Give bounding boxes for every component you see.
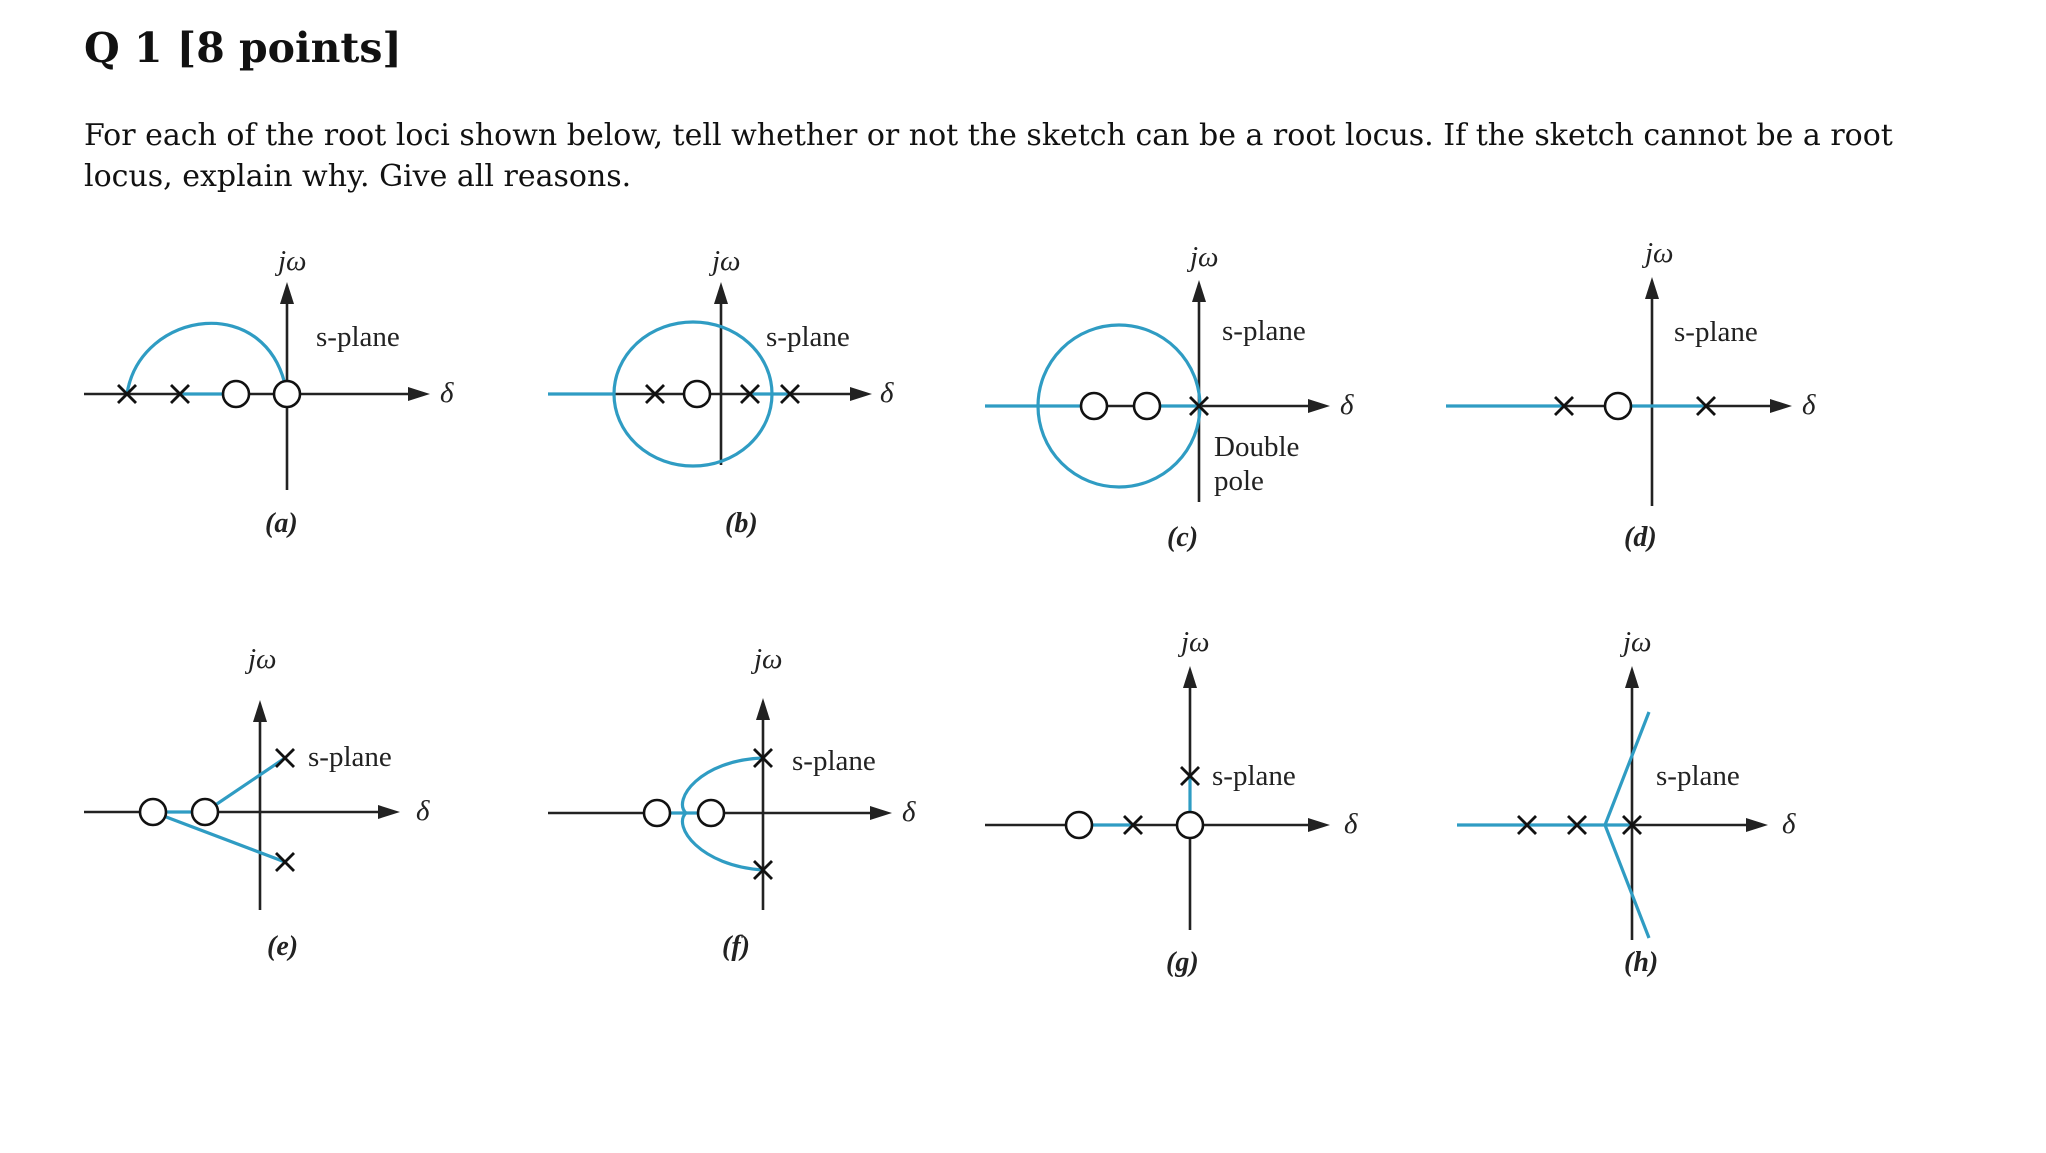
panel-caption: (e) <box>267 931 298 962</box>
locus-arc <box>680 756 764 872</box>
question-line-1: For each of the root loci shown below, t… <box>84 118 1893 153</box>
panel-caption: (c) <box>1167 522 1198 553</box>
double-pole-label-line2: pole <box>1214 465 1264 497</box>
pole-marker <box>1180 766 1200 786</box>
pole-marker <box>1567 815 1587 835</box>
real-axis-label: δ <box>1344 808 1358 840</box>
s-plane-label: s-plane <box>792 745 876 777</box>
zero-marker <box>642 798 672 828</box>
imag-axis-label: jω <box>244 643 277 675</box>
panel-a: jω s-plane δ (a) <box>84 245 454 539</box>
s-plane-label: s-plane <box>308 741 392 773</box>
imag-axis-arrow <box>253 700 267 722</box>
pole-marker <box>1517 815 1537 835</box>
zero-marker <box>1064 810 1094 840</box>
zero-marker <box>1603 391 1633 421</box>
zero-marker <box>221 379 251 409</box>
real-axis-label: δ <box>880 377 894 409</box>
imag-axis-label: jω <box>1619 626 1652 658</box>
imag-axis-arrow <box>280 282 294 304</box>
real-axis-arrow <box>870 806 892 820</box>
pole-marker <box>740 384 760 404</box>
real-axis-arrow <box>1770 399 1792 413</box>
pole-marker <box>117 384 137 404</box>
s-plane-label: s-plane <box>766 321 850 353</box>
s-plane-label: s-plane <box>316 321 400 353</box>
imag-axis-arrow <box>756 698 770 720</box>
zero-marker <box>190 797 220 827</box>
imag-axis-label: jω <box>1177 626 1210 658</box>
panel-e: jω s-plane δ (e) <box>84 643 430 962</box>
pole-marker <box>645 384 665 404</box>
s-plane-label: s-plane <box>1222 315 1306 347</box>
real-axis-arrow <box>1308 399 1330 413</box>
panel-d: jω s-plane δ (d) <box>1446 237 1816 553</box>
locus-asymptote-upper <box>1603 711 1651 826</box>
locus-branch-lower <box>152 810 286 864</box>
zero-marker <box>682 379 712 409</box>
real-axis-arrow <box>850 387 872 401</box>
pole-marker <box>753 860 773 880</box>
real-axis-arrow <box>378 805 400 819</box>
real-axis-arrow <box>1308 818 1330 832</box>
imag-axis-arrow <box>1625 666 1639 688</box>
panel-caption: (h) <box>1624 947 1658 978</box>
pole-marker <box>780 384 800 404</box>
pole-marker <box>1189 396 1209 416</box>
question-line-2: locus, explain why. Give all reasons. <box>84 159 632 194</box>
locus-branch-upper <box>204 756 286 814</box>
imag-axis-label: jω <box>274 245 307 277</box>
real-axis-label: δ <box>902 796 916 828</box>
real-axis-label: δ <box>416 795 430 827</box>
real-axis-label: δ <box>1340 389 1354 421</box>
zero-marker <box>272 379 302 409</box>
real-axis-arrow <box>408 387 430 401</box>
pole-marker <box>1123 815 1143 835</box>
s-plane-label: s-plane <box>1212 760 1296 792</box>
imag-axis-arrow <box>1192 280 1206 302</box>
pole-marker <box>170 384 190 404</box>
panel-c: jω s-plane Double pole δ (c) <box>985 241 1354 553</box>
zero-marker <box>1132 391 1162 421</box>
real-axis-arrow <box>1746 818 1768 832</box>
imag-axis-label: jω <box>750 643 783 675</box>
imag-axis-label: jω <box>1186 241 1219 273</box>
imag-axis-arrow <box>1183 666 1197 688</box>
real-axis-label: δ <box>1802 389 1816 421</box>
real-axis-label: δ <box>1782 808 1796 840</box>
pole-marker <box>1554 396 1574 416</box>
panel-g: jω s-plane δ (g) <box>985 626 1358 978</box>
s-plane-label: s-plane <box>1674 316 1758 348</box>
locus-asymptote-lower <box>1603 824 1651 939</box>
pole-marker <box>1696 396 1716 416</box>
question-heading: Q 1 [8 points] <box>84 24 402 72</box>
panel-b: jω s-plane δ (b) <box>548 245 894 539</box>
panel-f: jω s-plane δ (f) <box>548 643 916 962</box>
zero-marker <box>1175 810 1205 840</box>
double-pole-label-line1: Double <box>1214 431 1299 463</box>
panel-caption: (g) <box>1166 947 1199 978</box>
panel-h: jω s-plane δ (h) <box>1457 626 1796 978</box>
pole-marker <box>1622 815 1642 835</box>
pole-marker <box>275 852 295 872</box>
pole-marker <box>753 748 773 768</box>
panel-caption: (f) <box>722 931 750 962</box>
zero-marker <box>1079 391 1109 421</box>
imag-axis-label: jω <box>708 245 741 277</box>
locus-circle <box>612 320 774 468</box>
real-axis-label: δ <box>440 377 454 409</box>
imag-axis-arrow <box>1645 277 1659 299</box>
zero-marker <box>696 798 726 828</box>
question-text: For each of the root loci shown below, t… <box>84 115 1944 197</box>
zero-marker <box>138 797 168 827</box>
s-plane-label: s-plane <box>1656 760 1740 792</box>
imag-axis-arrow <box>714 282 728 304</box>
panel-caption: (a) <box>265 508 298 539</box>
locus-arc <box>125 321 289 395</box>
panel-caption: (d) <box>1624 522 1657 553</box>
pole-marker <box>275 748 295 768</box>
imag-axis-label: jω <box>1641 237 1674 269</box>
panel-caption: (b) <box>725 508 758 539</box>
